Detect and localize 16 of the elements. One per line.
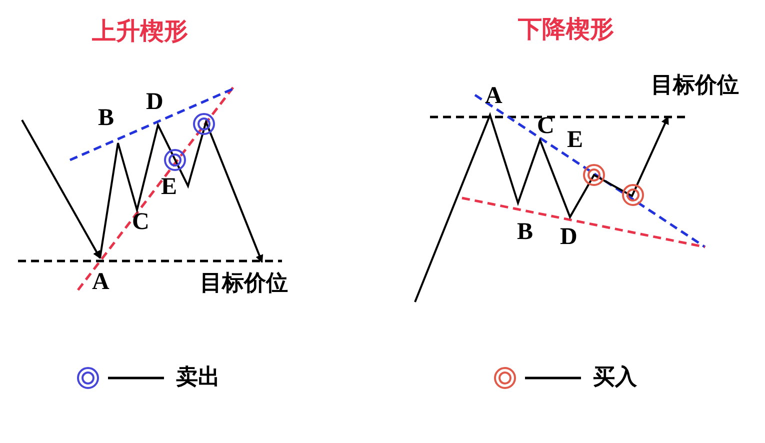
point-label: E (567, 128, 584, 152)
title: 下降楔形 (518, 18, 614, 42)
point-label: C (132, 210, 150, 234)
target-price-label: 目标价位 (200, 272, 288, 294)
legend-label: 卖出 (176, 366, 220, 388)
point-label: A (92, 270, 110, 294)
point-label: B (517, 220, 534, 244)
title: 上升楔形 (92, 20, 188, 44)
point-label: E (161, 175, 178, 199)
target-price-label: 目标价位 (651, 74, 739, 96)
legend-label: 买入 (593, 366, 637, 388)
point-label: D (146, 90, 164, 114)
point-label: A (485, 84, 502, 108)
point-label: B (98, 106, 114, 130)
point-label: C (537, 114, 554, 138)
point-label: D (560, 225, 578, 249)
